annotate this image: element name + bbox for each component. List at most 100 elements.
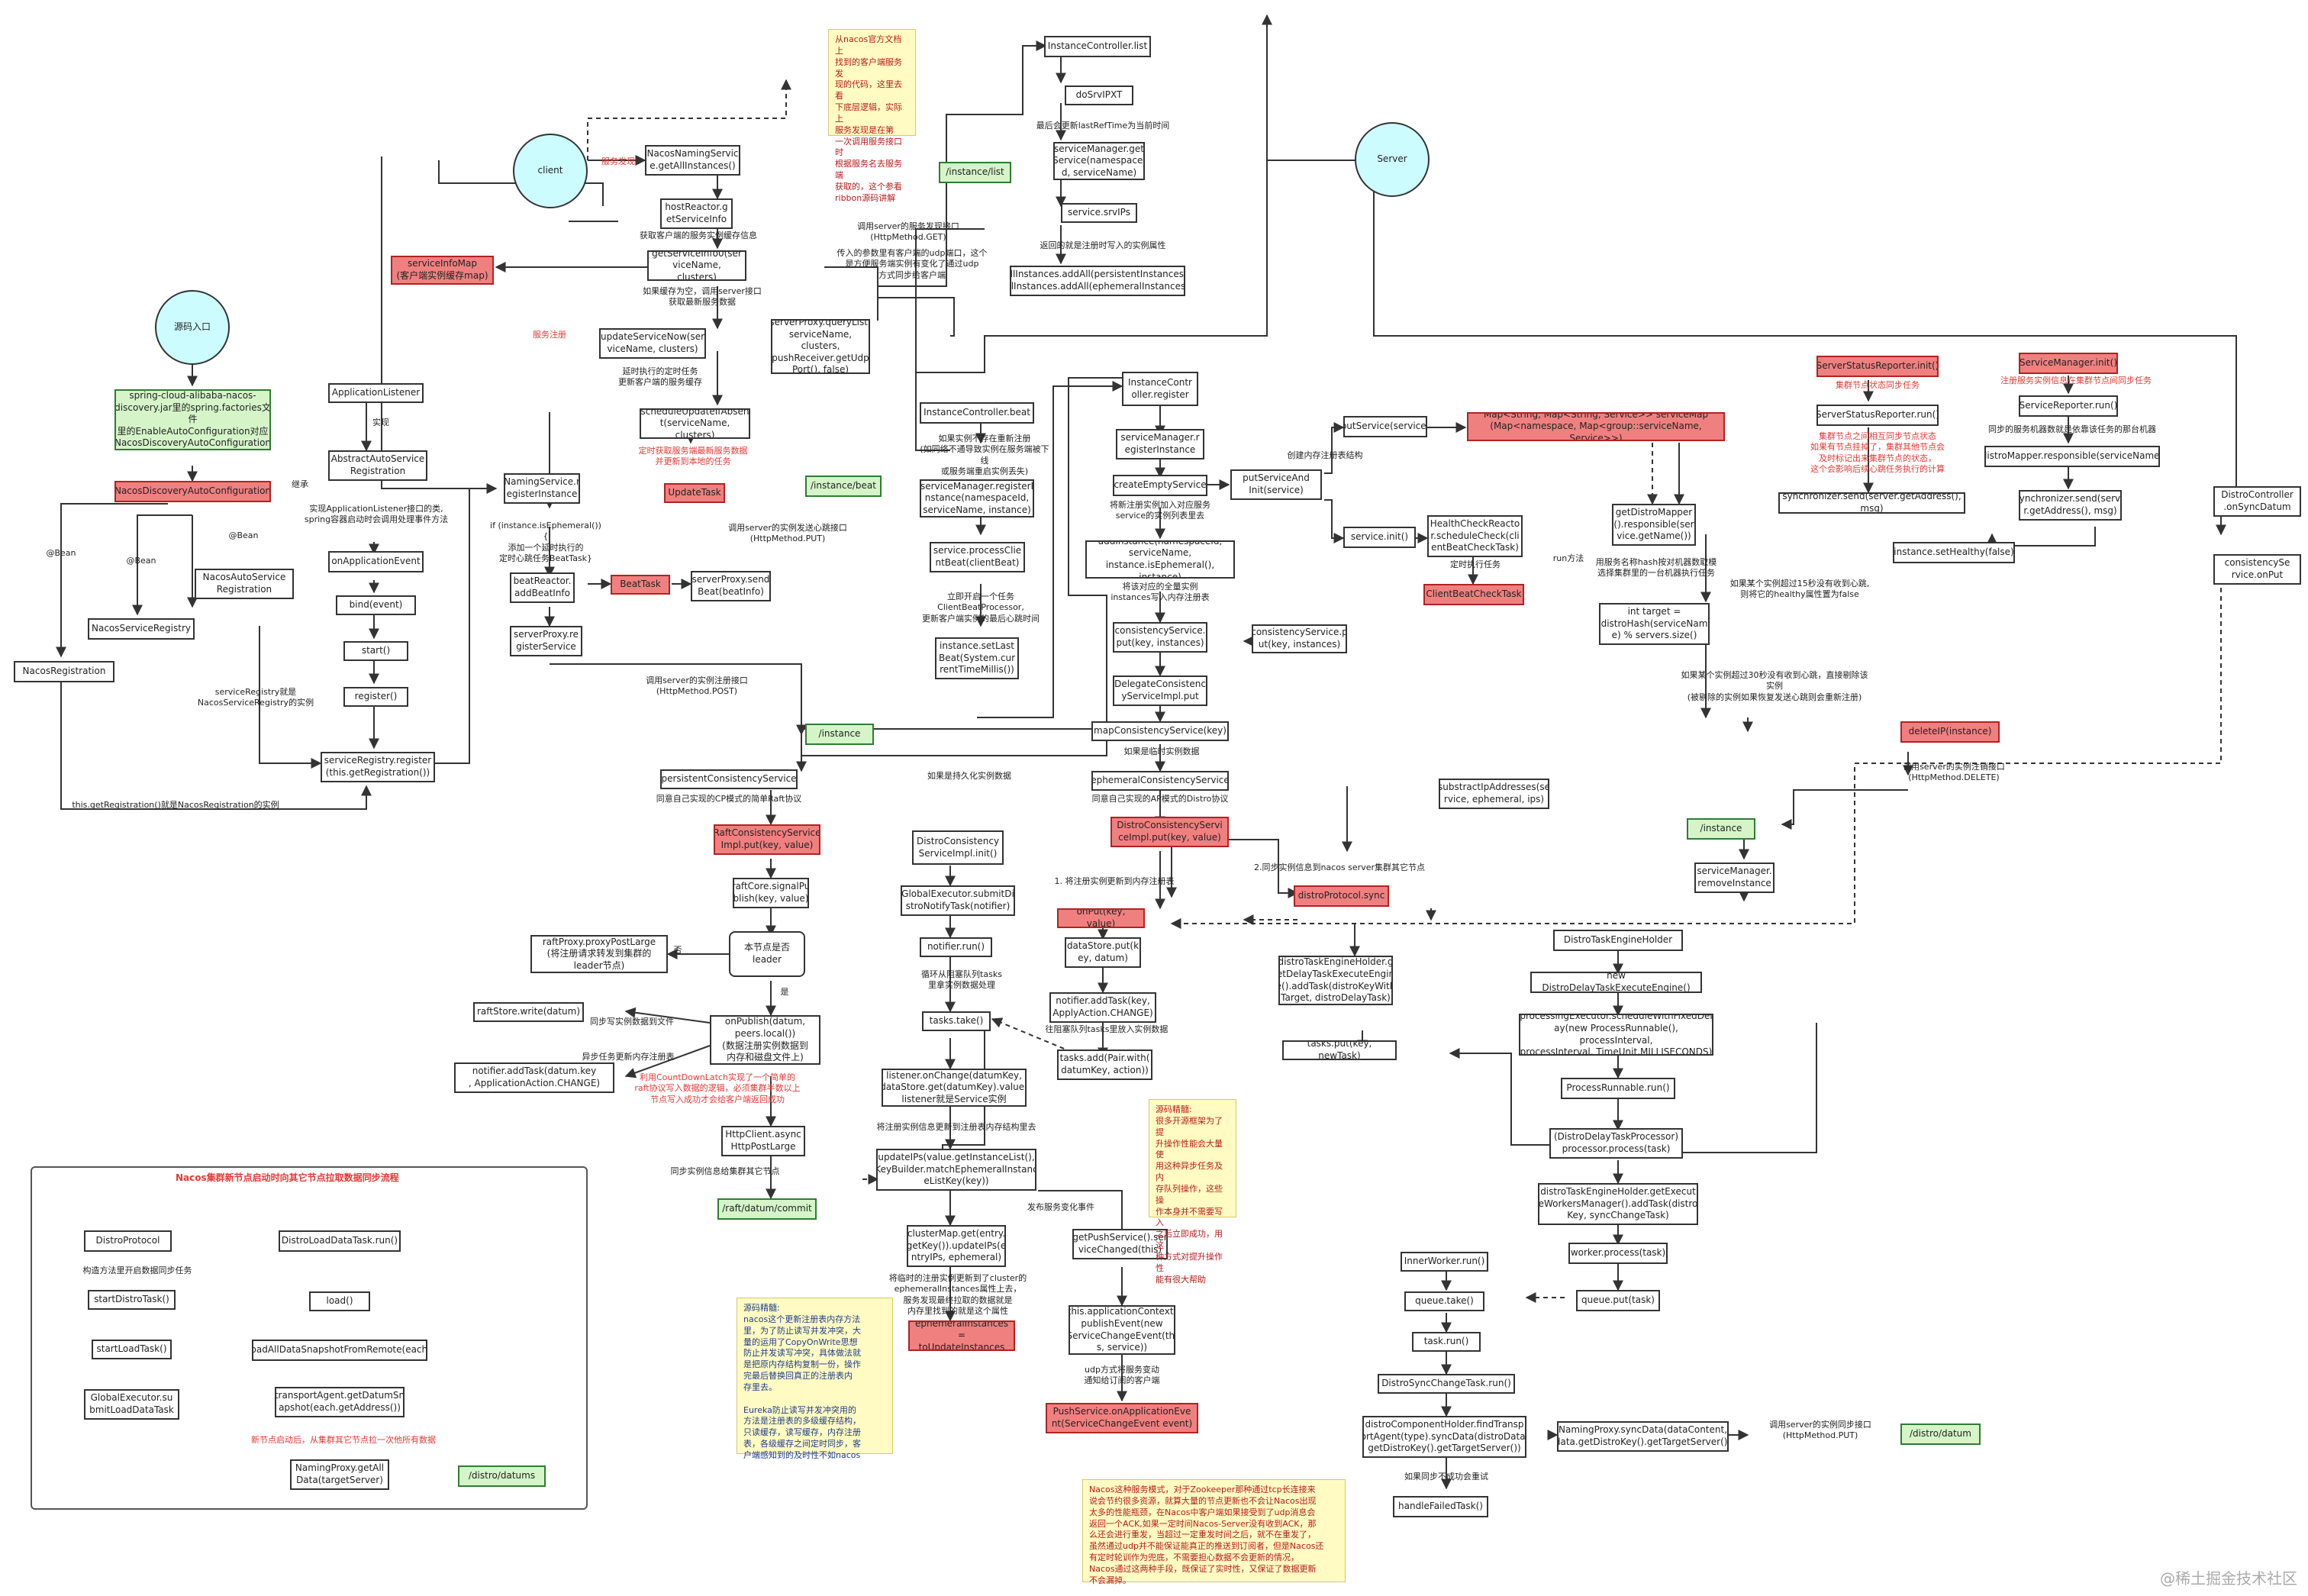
label-udp-info: 传入的参数里有客户端的udp端口，这个 是方便服务端实例有变化了通过udp 方式… <box>836 248 988 280</box>
label-if-ephemeral-data: 如果是临时实例数据 <box>1123 746 1200 756</box>
label-call-beat: 调用server的实例发送心跳接口 (HttpMethod.PUT) <box>728 523 847 544</box>
update-service-now-box: updateServiceNow(ser viceName, clusters) <box>599 328 706 359</box>
ephemeral-instances-update-box: ephemeralInstances = toUpdateInstances <box>908 1320 1015 1351</box>
label-heart-hash: 用服务名称hash按对机器数取模 选择集群里的一台机器执行任务 <box>1595 557 1717 579</box>
nacos-service-registry-box: NacosServiceRegistry <box>88 618 195 640</box>
service-map-box: Map<String, Map<String, Service>> servic… <box>1467 412 1725 441</box>
notifier-add-task-box: notifier.addTask(key, ApplyAction.CHANGE… <box>1049 992 1156 1023</box>
update-task-box: UpdateTask <box>664 483 725 503</box>
cluster-map-update-ips-box: clusterMap.get(entry. getKey()).updateIP… <box>907 1225 1006 1267</box>
naming-service-get-all-box: NacosNamingServic e.getAllInstances() <box>645 145 740 176</box>
processing-executor-schedule-box: processingExecutor.scheduleWithFixedDel … <box>1519 1014 1713 1056</box>
get-service-info0-box: getServiceInfo0(ser viceName, clusters) <box>647 250 746 281</box>
label-timer-red: 定时获取服务端最新服务数据 并更新到本地的任务 <box>638 446 748 467</box>
server-node: Server <box>1355 122 1430 197</box>
label-bean1: @Bean <box>46 548 76 558</box>
leader-decision-box: 本节点是否 leader <box>729 931 805 977</box>
label-get-registration: this.getRegistration()就是NacosRegistratio… <box>72 800 279 810</box>
watermark: @稀土掘金技术社区 <box>2160 1569 2297 1588</box>
start-box: start() <box>343 641 408 661</box>
label-registry-instance: serviceRegistry就是 NacosServiceRegistry的实… <box>197 687 314 708</box>
spring-factories-box: spring-cloud-alibaba-nacos- discovery.ja… <box>114 389 271 450</box>
on-publish-box: onPublish(datum, peers.local()) (数据注册实例数… <box>710 1015 820 1065</box>
notifier-add-task-raft-box: notifier.addTask(datum.key , Application… <box>454 1062 614 1093</box>
note-udp-push: Nacos这种服务模式，对于Zookeeper那种通过tcp长连接来 说会节约很… <box>1082 1479 1346 1585</box>
frame-title: Nacos集群新节点启动时向其它节点拉取数据同步流程 <box>176 1172 399 1183</box>
push-service-on-event-box: PushService.onApplicationEve nt(ServiceC… <box>1046 1403 1198 1433</box>
label-service-discovery: 服务发现 <box>601 156 635 166</box>
inner-worker-run-box: InnerWorker.run() <box>1401 1252 1488 1272</box>
label-insert-queue: 往阻塞队列tasks里放入实例数据 <box>1045 1024 1169 1034</box>
do-srv-ipxt-box: doSrvIPXT <box>1065 85 1133 105</box>
delete-ip-box: deleteIP(instance) <box>1900 721 2000 743</box>
service-process-client-beat-box: service.processClie ntBeat(clientBeat) <box>930 542 1025 572</box>
label-run-method: run方法 <box>1552 553 1584 563</box>
put-service-box: putService(service) <box>1343 416 1427 437</box>
queue-put-box: queue.put(task) <box>1576 1290 1660 1311</box>
label-fail-retry: 如果同步不成功会重试 <box>1404 1472 1488 1482</box>
create-empty-service-box: createEmptyService <box>1113 475 1207 496</box>
load-box: load() <box>309 1291 370 1311</box>
instance-controller-beat-box: InstanceController.beat <box>920 402 1034 424</box>
server-proxy-register-service-box: serverProxy.re gisterService <box>510 626 582 656</box>
source-entry-node: 源码入口 <box>155 290 230 365</box>
application-context-publish-box: this.applicationContext. publishEvent(ne… <box>1069 1305 1175 1355</box>
instance-set-healthy-box: instance.setHealthy(false) <box>1893 542 2015 563</box>
service-reporter-run-box: ServiceReporter.run() <box>2019 395 2118 417</box>
distro-component-holder-box: distroComponentHolder.findTransp ortAgen… <box>1362 1416 1526 1458</box>
label-new-as-old: 将新注册实例加入对应服务 service的实例列表里去 <box>1110 500 1210 521</box>
endpoint-instance-beat[interactable]: /instance/beat <box>805 476 882 497</box>
label-healthy-30: 如果某个实例超过30秒没有收到心跳，直接剔除该实例 (被剔除的实例如果恢复发送心… <box>1681 670 1868 702</box>
service-manager-remove-instance-box: serviceManager. removeInstance <box>1694 862 1775 893</box>
http-client-async-box: HttpClient.async HttpPostLarge <box>721 1126 805 1156</box>
server-proxy-query-list-box: serverProxy.queryList( serviceName, clus… <box>771 319 870 374</box>
data-store-put-box: dataStore.put(k ey, datum) <box>1065 937 1141 968</box>
client-node: client <box>513 134 588 208</box>
endpoint-raft-datum-commit[interactable]: /raft/datum/commit <box>717 1198 817 1220</box>
endpoint-distro-datums[interactable]: /distro/datums <box>458 1465 546 1487</box>
service-srv-ips-box: service.srvIPs <box>1061 203 1137 223</box>
handle-failed-task-box: handleFailedTask() <box>1393 1496 1488 1517</box>
label-latest-refresh: 最后会更新lastRefTime为当前时间 <box>1036 121 1170 131</box>
label-beat-not-exist: 如果实例不存在重新注册 (如同络不通导致实例在服务端被下线 或服务端重启实例丢失… <box>920 434 1049 476</box>
server-status-reporter-init-box: ServerStatusReporter.init() <box>1816 356 1939 377</box>
endpoint-instance-register[interactable]: /instance <box>805 724 874 745</box>
distro-execute-workers-box: distroTaskEngineHolder.getExecut eWorker… <box>1538 1183 1698 1225</box>
label-sync-registry: 将注册实例信息更新到注册表内存结构里去 <box>876 1122 1036 1132</box>
note-copy-on-write: 源码精髓: nacos这个更新注册表内存方法 里，为了防止读写并发冲突，大 量的… <box>737 1298 893 1460</box>
service-manager-register-instance-box: serviceManager.registerI nstance(namespa… <box>920 479 1034 517</box>
put-service-and-init-box: putServiceAnd Init(service) <box>1230 469 1322 500</box>
update-ips-box: updateIPs(value.getInstanceList(), KeyBu… <box>876 1149 1036 1191</box>
all-instances-add-box: allInstances.addAll(persistentInstances)… <box>1010 266 1185 296</box>
label-timer-exec: 定时执行任务 <box>1450 559 1501 569</box>
endpoint-instance-delete[interactable]: /instance <box>1687 818 1755 840</box>
listener-on-change-box: listener.onChange(datumKey, dataStore.ge… <box>882 1069 1027 1107</box>
label-health-red: 集群节点之间相互同步节点状态 如果有节点挂掉了，集群其他节点会 及时标记出来集群… <box>1810 431 1945 474</box>
label-inherit: 继承 <box>292 479 308 489</box>
label-bean3: @Bean <box>228 530 259 540</box>
label-service-register: 服务注册 <box>533 330 566 340</box>
naming-proxy-get-all-box: NamingProxy.getAll Data(targetServer) <box>290 1459 389 1490</box>
start-load-task-box: startLoadTask() <box>92 1340 172 1359</box>
label-loop-queue: 循环从阻塞队列tasks 里拿实例数据处理 <box>921 969 1002 991</box>
distro-sync-change-task-box: DistroSyncChangeTask.run() <box>1378 1374 1515 1394</box>
synchronizer-send-service-box: synchronizer.send(serve r.getAddress(), … <box>2019 490 2122 521</box>
endpoint-instance-list[interactable]: /instance/list <box>939 162 1011 183</box>
new-node-sync-frame <box>31 1166 588 1510</box>
label-new-node-pull: 新节点启动后，从集群其它节点拉一次他所有数据 <box>251 1435 436 1445</box>
abstract-auto-service-registration-box: AbstractAutoService Registration <box>328 450 427 481</box>
schedule-update-if-absent-box: scheduleUpdateIfAbsen t(serviceName, clu… <box>640 408 750 439</box>
consistency-service-put-remote-box: consistencyService.p ut(key, instances) <box>1252 624 1347 653</box>
consistency-service-put-box: consistencyService. put(key, instances) <box>1113 622 1207 653</box>
label-bean2: @Bean <box>126 556 156 566</box>
service-info-map-box: serviceInfoMap (客户端实例缓存map) <box>391 256 494 285</box>
load-all-data-snapshot-box: loadAllDataSnapshotFromRemote(each) <box>252 1340 427 1361</box>
label-health-task: 集群节点状态同步任务 <box>1836 380 1920 390</box>
endpoint-distro-datum[interactable]: /distro/datum <box>1900 1424 1981 1445</box>
distro-protocol-sync-box: distroProtocol.sync <box>1294 885 1389 907</box>
label-return-props: 返回的就是注册时写入的实例属性 <box>1040 240 1166 250</box>
bind-event-box: bind(event) <box>336 595 416 615</box>
service-manager-init-box: ServiceManager.init() <box>2019 353 2118 374</box>
label-call-list: 调用server的服务发现接口 (HttpMethod.GET) <box>857 221 959 243</box>
